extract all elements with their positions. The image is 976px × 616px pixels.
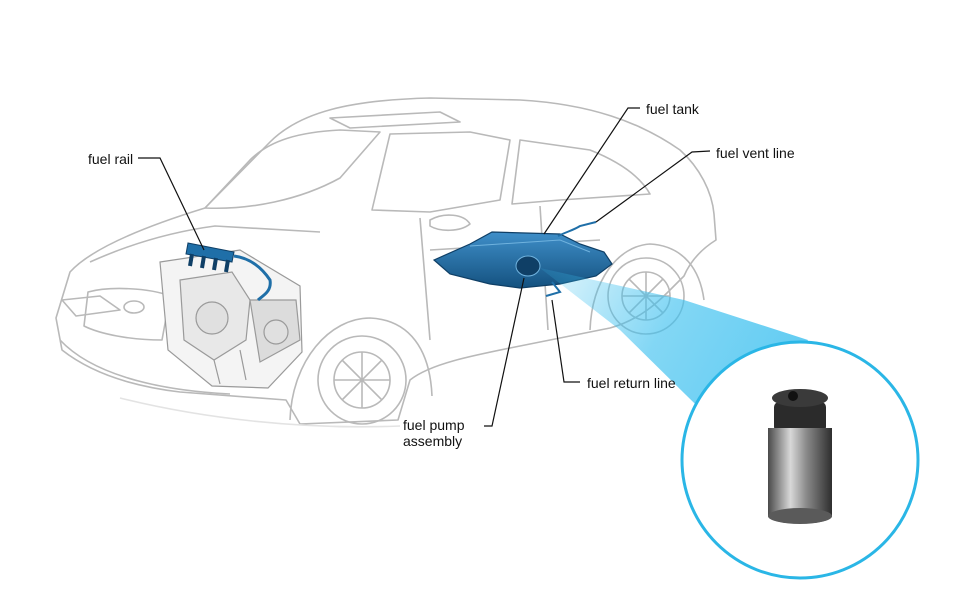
front-wheel-spokes — [334, 352, 390, 408]
label-fuel-pump-line1: fuel pump — [403, 417, 465, 433]
car-body-outline — [55, 97, 717, 425]
label-fuel-pump-line2: assembly — [403, 433, 463, 449]
front-wheel-arch — [289, 317, 433, 421]
fuel-return-line — [545, 281, 562, 297]
leader-fuel-rail — [138, 157, 205, 251]
front-bumper — [59, 339, 231, 395]
label-fuel-rail: fuel rail — [88, 151, 134, 167]
fuel-rail — [185, 242, 272, 302]
windshield — [204, 129, 381, 210]
leader-fuel-pump-assembly — [484, 277, 525, 427]
ground-line — [119, 397, 401, 428]
leader-fuel-vent-line — [595, 150, 711, 223]
label-fuel-return-line: fuel return line — [587, 375, 676, 391]
side-window-front — [371, 131, 511, 213]
toyota-logo — [123, 300, 145, 314]
headlight — [61, 295, 121, 317]
side-mirror — [429, 214, 471, 232]
label-fuel-pump-assembly: fuel pump assembly — [403, 417, 513, 449]
fuel-vent-line — [557, 221, 597, 237]
label-fuel-tank: fuel tank — [646, 101, 699, 117]
leader-lines — [138, 107, 711, 427]
fuel-pump-module — [515, 255, 541, 277]
sunroof — [329, 111, 461, 129]
fuel-tank-icon — [432, 221, 613, 297]
engine-icon — [159, 249, 303, 389]
front-wheel — [317, 335, 407, 425]
label-fuel-vent-line: fuel vent line — [716, 145, 795, 161]
hood-line — [89, 225, 321, 263]
fuel-pump-icon — [680, 340, 920, 580]
side-window-rear — [511, 139, 651, 205]
leader-fuel-return-line — [551, 299, 580, 383]
fuel-line — [233, 254, 272, 302]
leader-fuel-tank — [543, 107, 640, 235]
